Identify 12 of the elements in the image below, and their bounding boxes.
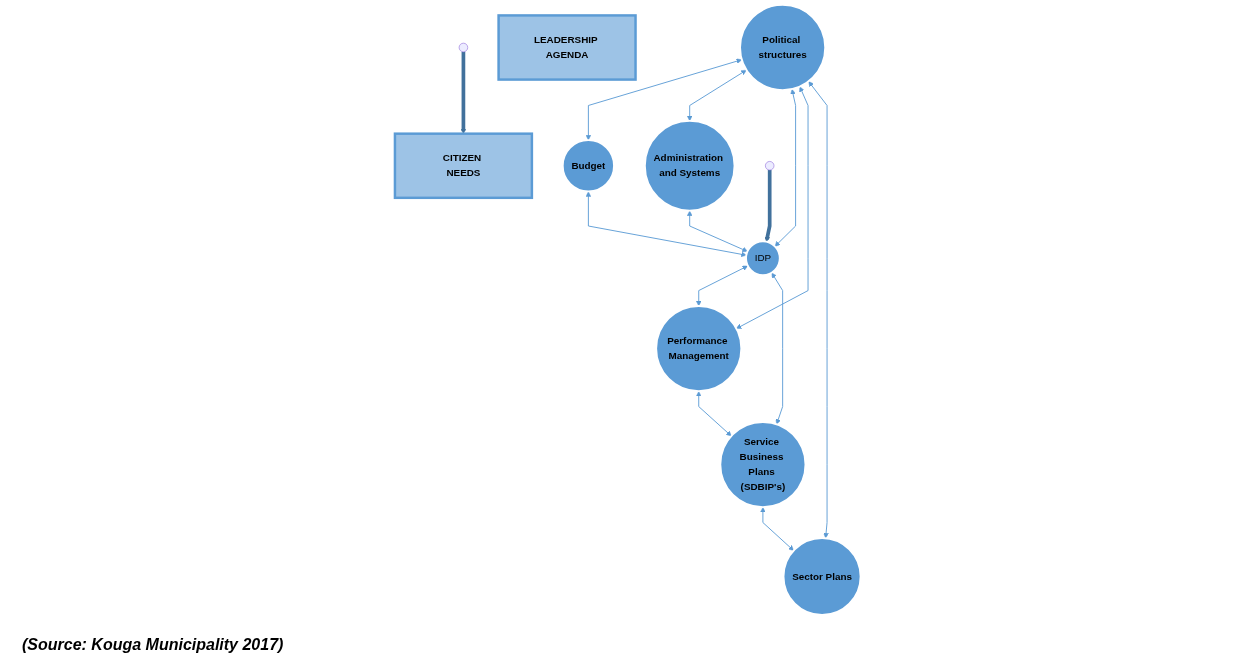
node-circle: Administration and Systems	[643, 120, 736, 212]
arrow	[764, 170, 772, 243]
node-circle: Political structures	[738, 4, 826, 91]
node-circle: Performance Management	[655, 305, 742, 393]
node-box: CITIZEN NEEDS	[393, 132, 533, 200]
node-circle: IDP	[744, 240, 781, 277]
node-circle: Sector Plans	[782, 537, 862, 616]
node-box: LEADERSHIP AGENDA	[497, 14, 637, 81]
node-circle: Budget	[561, 139, 615, 193]
node-circle: Service Business Plans (SDBIP's)	[719, 421, 807, 509]
arrow	[460, 51, 466, 134]
source-caption: (Source: Kouga Municipality 2017)	[22, 636, 284, 654]
